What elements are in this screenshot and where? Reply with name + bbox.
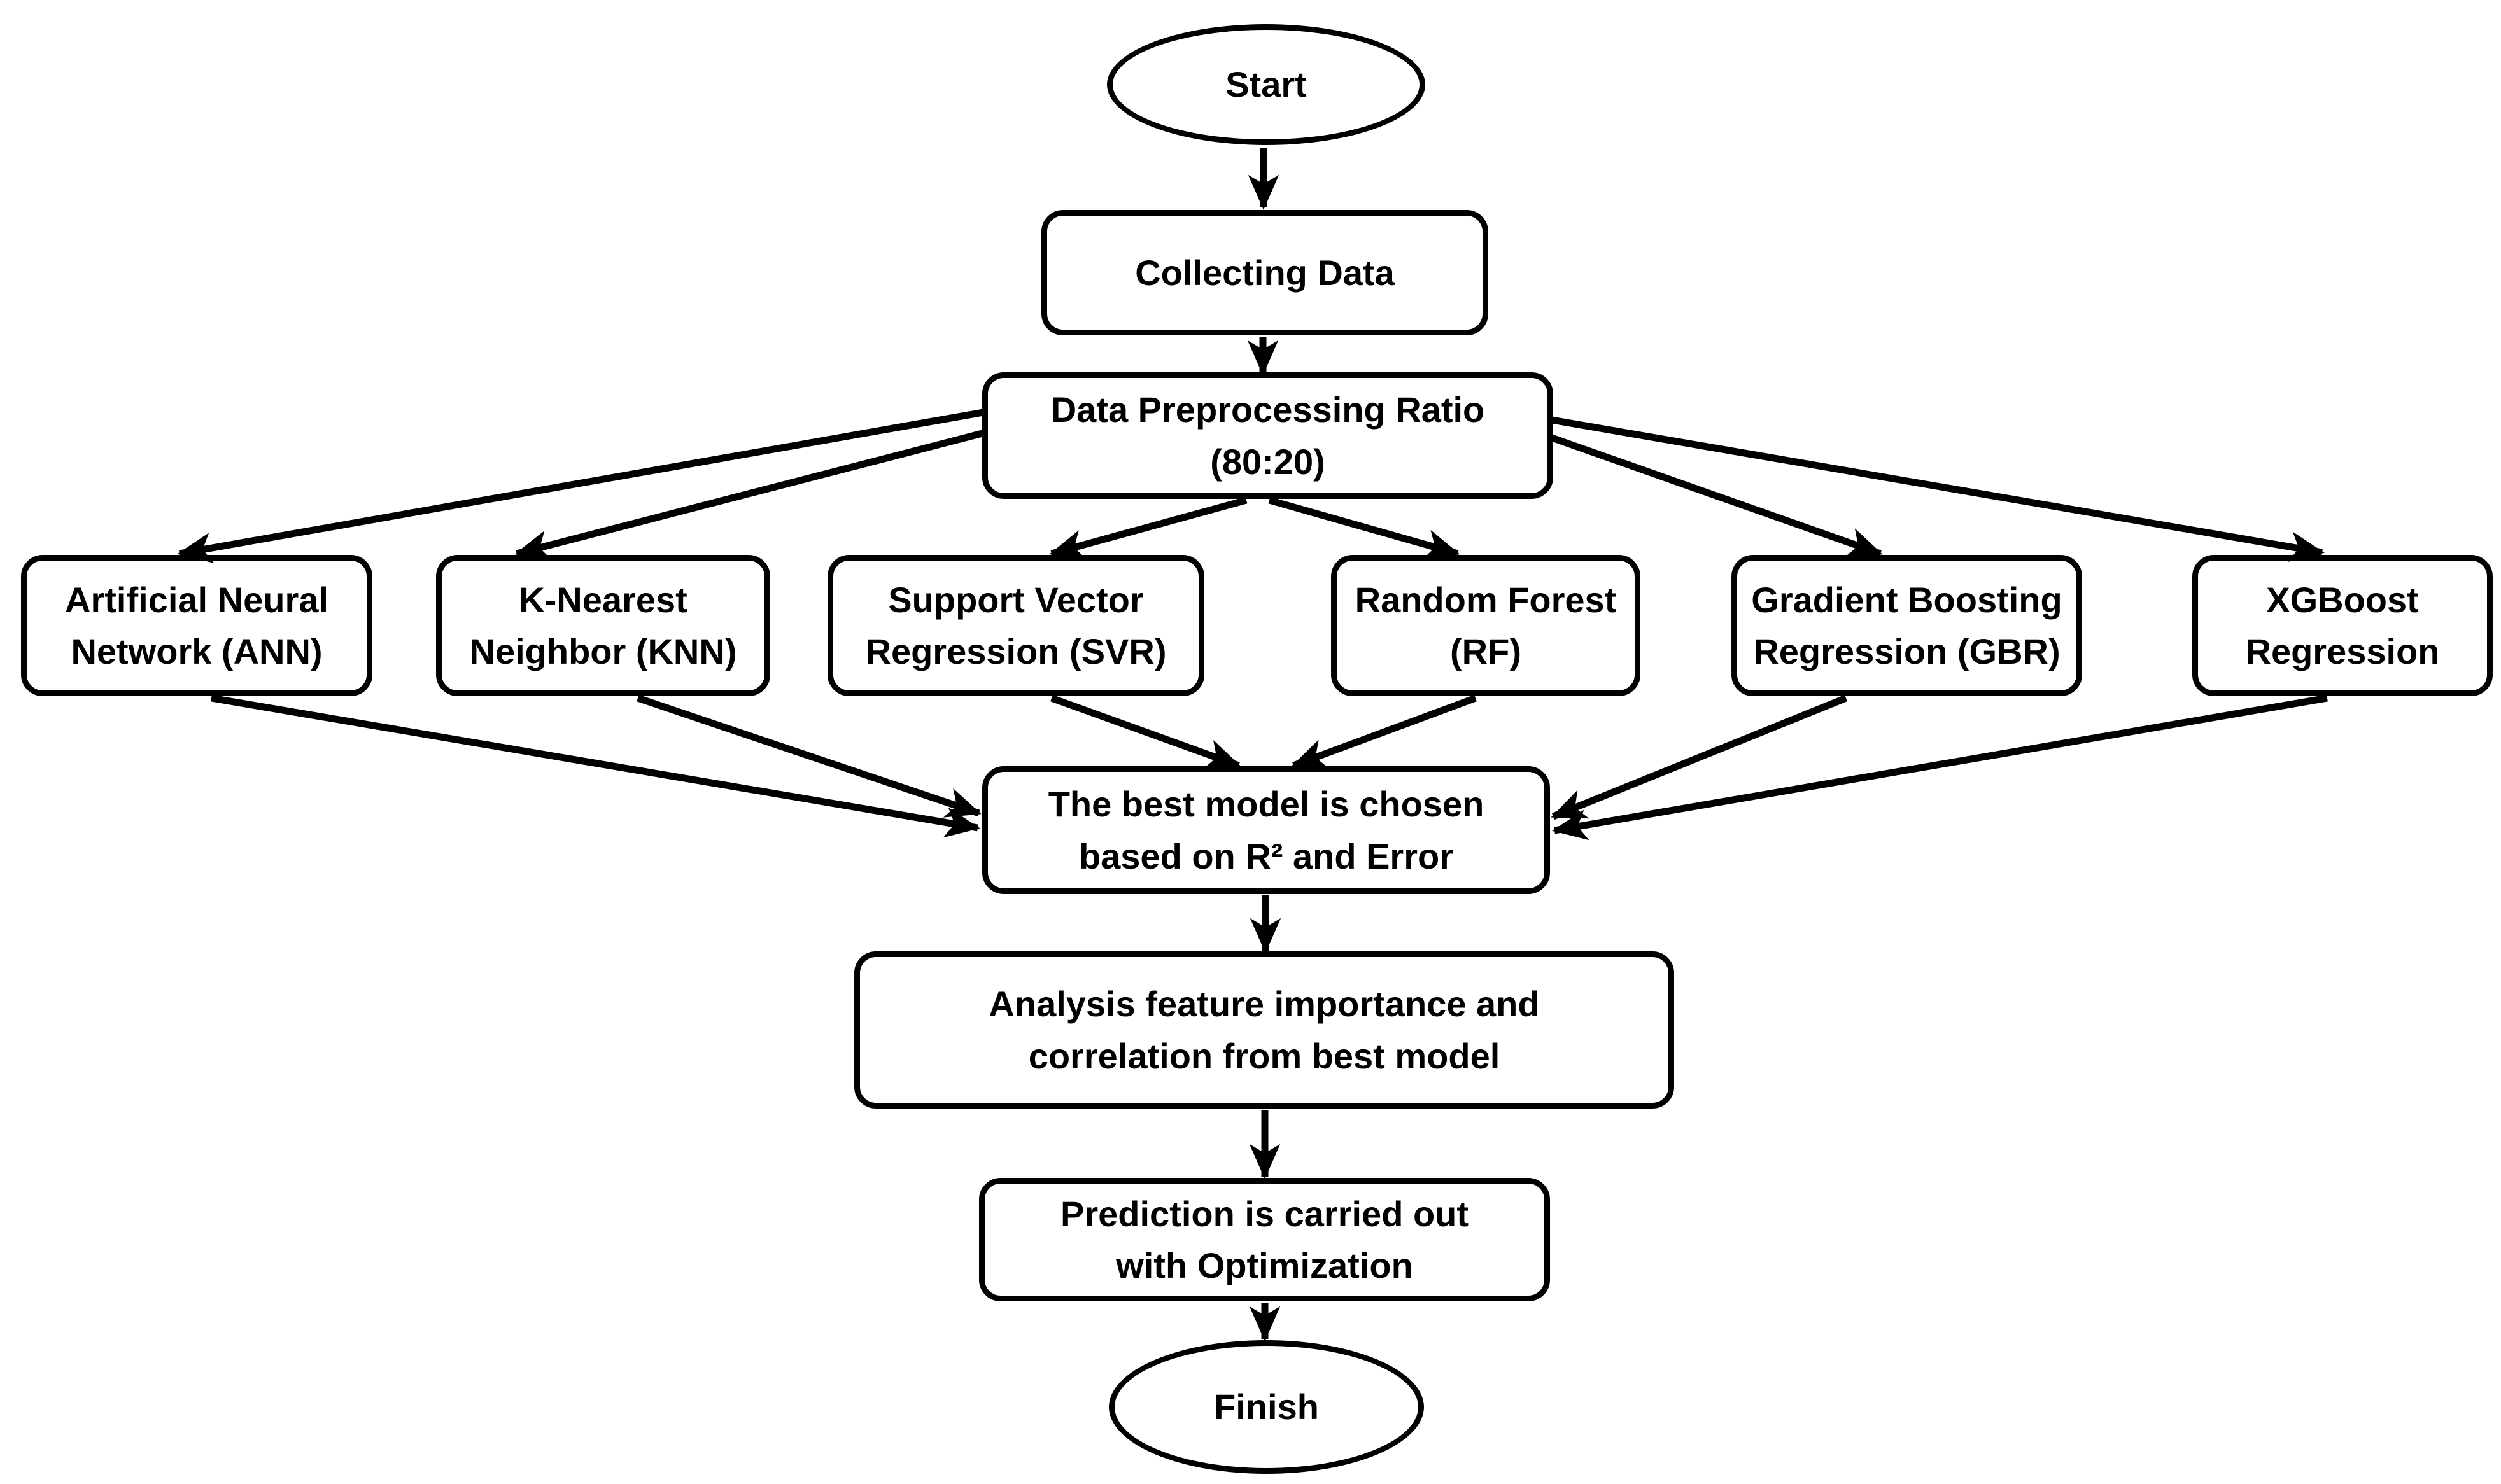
flowchart-node-prediction: Prediction is carried out with Optimizat… bbox=[979, 1178, 1550, 1301]
flowchart-node-svr: Support Vector Regression (SVR) bbox=[828, 555, 1204, 696]
arrow-preprocessing-to-knn bbox=[514, 429, 986, 561]
arrow-knn-to-best bbox=[637, 694, 982, 818]
arrow-gbr-to-best bbox=[1551, 694, 1848, 820]
arrow-ann-to-best bbox=[211, 694, 980, 838]
node-label-analysis: Analysis feature importance and correlat… bbox=[989, 984, 1540, 1076]
arrow-svr-to-best bbox=[1050, 694, 1241, 769]
node-label-xgboost: XGBoost Regression bbox=[2245, 579, 2440, 671]
arrow-preprocessing-to-gbr bbox=[1551, 434, 1883, 557]
flowchart-node-start: Start bbox=[1107, 24, 1425, 145]
node-label-data-preprocessing: Data Preprocessing Ratio (80:20) bbox=[1050, 389, 1485, 482]
node-label-collecting-data: Collecting Data bbox=[1135, 252, 1395, 293]
flowchart-node-ann: Artificial Neural Network (ANN) bbox=[21, 555, 372, 696]
flowchart-node-data-preprocessing: Data Preprocessing Ratio (80:20) bbox=[982, 372, 1553, 499]
arrow-preprocessing-to-ann bbox=[177, 409, 984, 563]
flowchart-node-gbr: Gradient Boosting Regression (GBR) bbox=[1731, 555, 2082, 696]
node-label-best-model: The best model is chosen based on R² and… bbox=[1048, 784, 1484, 876]
arrow-xgb-to-best bbox=[1552, 694, 2328, 841]
arrow-rf-to-best bbox=[1291, 694, 1477, 769]
flowchart-node-collecting-data: Collecting Data bbox=[1041, 210, 1488, 335]
node-label-start: Start bbox=[1225, 64, 1307, 105]
node-label-finish: Finish bbox=[1214, 1387, 1319, 1427]
flowchart-node-knn: K-Nearest Neighbor (KNN) bbox=[436, 555, 770, 696]
node-label-prediction: Prediction is carried out with Optimizat… bbox=[1060, 1193, 1469, 1285]
node-label-rf: Random Forest (RF) bbox=[1355, 579, 1617, 671]
flowchart-node-analysis: Analysis feature importance and correlat… bbox=[854, 951, 1674, 1109]
flowchart-node-finish: Finish bbox=[1109, 1340, 1424, 1474]
arrow-preprocessing-to-rf bbox=[1268, 496, 1460, 560]
flowchart-node-rf: Random Forest (RF) bbox=[1331, 555, 1640, 696]
node-label-knn: K-Nearest Neighbor (KNN) bbox=[469, 579, 737, 671]
flowchart-node-best-model: The best model is chosen based on R² and… bbox=[982, 766, 1550, 894]
node-label-svr: Support Vector Regression (SVR) bbox=[865, 579, 1167, 671]
arrow-preprocessing-to-xgb bbox=[1551, 416, 2325, 563]
flowchart-node-xgboost: XGBoost Regression bbox=[2192, 555, 2493, 696]
node-label-gbr: Gradient Boosting Regression (GBR) bbox=[1751, 579, 2062, 671]
arrow-preprocessing-to-svr bbox=[1049, 496, 1248, 560]
node-label-ann: Artificial Neural Network (ANN) bbox=[65, 579, 328, 671]
